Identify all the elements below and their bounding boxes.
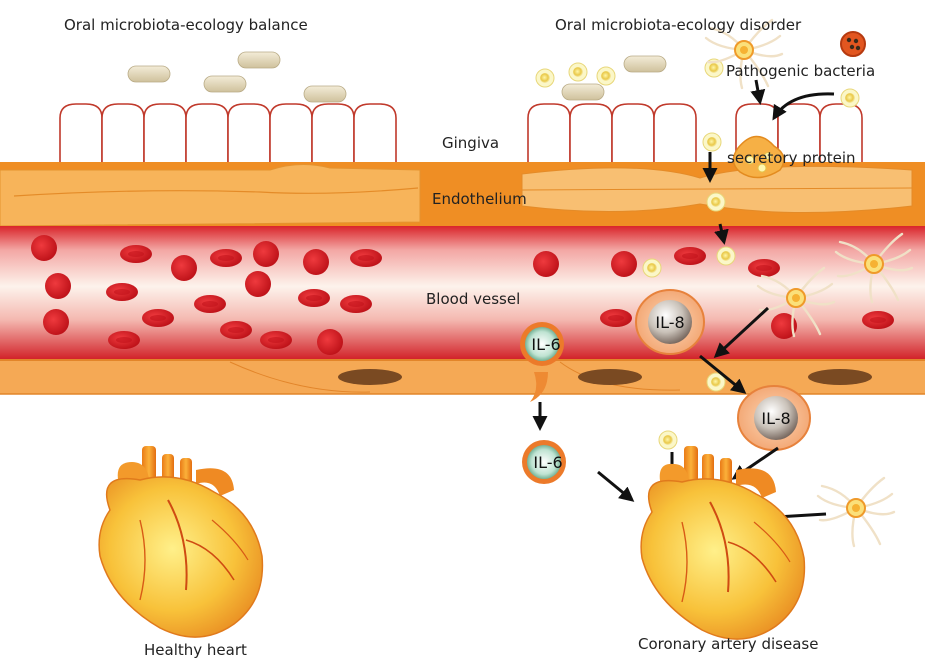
healthy-heart-label: Healthy heart xyxy=(144,641,247,659)
epithelium-left xyxy=(60,104,396,164)
il6-cell-tissue: IL-6 xyxy=(522,440,566,484)
gingiva-label: Gingiva xyxy=(442,134,499,152)
il8-label-1: IL-8 xyxy=(655,313,684,332)
il6-label-2: IL-6 xyxy=(533,453,562,472)
secretory-label: secretory protein xyxy=(727,149,856,167)
il8-cell-vessel: IL-8 xyxy=(636,290,704,354)
cad-label: Coronary artery disease xyxy=(638,635,818,653)
pathogenic-label: Pathogenic bacteria xyxy=(726,62,875,80)
disorder-title: Oral microbiota-ecology disorder xyxy=(555,16,801,34)
balance-title: Oral microbiota-ecology balance xyxy=(64,16,308,34)
blood-vessel-label: Blood vessel xyxy=(426,290,520,308)
cad-heart-icon xyxy=(641,446,804,639)
il8-label-2: IL-8 xyxy=(761,409,790,428)
endothelium-label: Endothelium xyxy=(432,190,527,208)
coccus-cluster-icon xyxy=(841,32,865,56)
healthy-heart-icon xyxy=(99,446,262,637)
il8-cell-tissue: IL-8 xyxy=(738,386,810,450)
il6-label-1: IL-6 xyxy=(531,335,560,354)
